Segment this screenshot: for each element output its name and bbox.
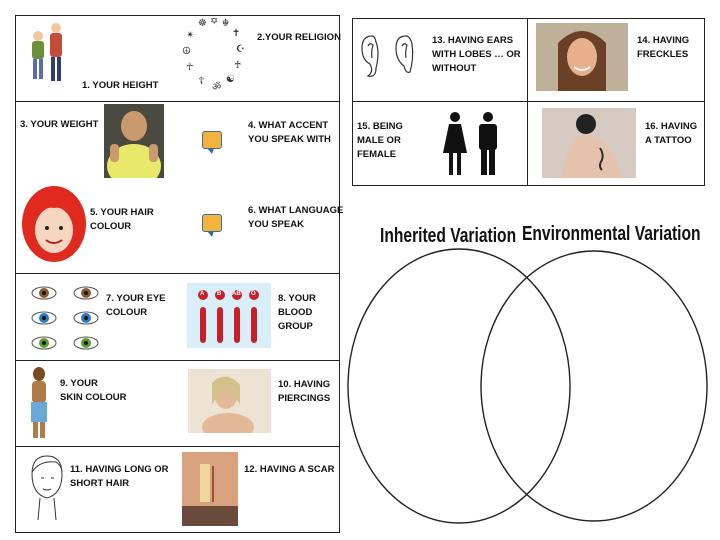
row-divider: [15, 273, 340, 274]
item-9-label: 9. YOUR SKIN COLOUR: [60, 378, 127, 403]
freckles-photo: [536, 23, 628, 91]
blood-type-letter: O: [251, 291, 256, 297]
item-3-label: 3. YOUR WEIGHT: [20, 119, 99, 130]
svg-text:☮: ☮: [182, 46, 191, 57]
item-5-label: 5. YOUR HAIR COLOUR: [90, 207, 154, 232]
row-divider: [15, 360, 340, 361]
item-6-label: 6. WHAT LANGUAGE YOU SPEAK: [248, 205, 344, 230]
row-divider: [352, 101, 705, 102]
item-15-label: 15. BEING MALE OR FEMALE: [357, 121, 403, 160]
item-13-label: 13. HAVING EARS WITH LOBES … OR WITHOUT: [432, 35, 521, 74]
skin-person-image: [24, 366, 54, 440]
scar-photo: [182, 452, 238, 526]
venn-circle-inherited: [347, 248, 571, 524]
svg-text:ॐ: ॐ: [212, 81, 221, 93]
blood-type-letter: AB: [232, 291, 241, 297]
item-2-label: 2.YOUR RELIGION: [257, 32, 341, 43]
svg-text:☪: ☪: [236, 44, 245, 55]
svg-text:✴: ✴: [186, 30, 194, 41]
row-divider: [15, 101, 340, 102]
item-10-label: 10. HAVING PIERCINGS: [278, 379, 331, 404]
svg-text:☸: ☸: [198, 18, 207, 29]
weight-person-image: [104, 104, 164, 178]
blood-tubes-image: A B AB O: [187, 283, 271, 348]
item-11-label: 11. HAVING LONG OR SHORT HAIR: [70, 464, 169, 489]
red-hair-face-image: [20, 186, 88, 266]
item-1-label: 1. YOUR HEIGHT: [82, 80, 159, 91]
item-16-label: 16. HAVING A TATTOO: [645, 121, 698, 146]
column-divider: [527, 18, 528, 186]
venn-title-environmental: Environmental Variation: [522, 223, 701, 245]
female-figure-icon: [442, 111, 468, 177]
left-worksheet: [15, 15, 340, 533]
speech-bubble-icon: [198, 214, 222, 237]
hair-outline-face-image: [26, 452, 68, 526]
svg-text:☥: ☥: [186, 62, 193, 73]
svg-text:✡: ✡: [210, 18, 218, 27]
speech-bubble-icon: [198, 131, 222, 154]
svg-text:☬: ☬: [222, 18, 229, 29]
item-14-label: 14. HAVING FRECKLES: [637, 35, 690, 60]
item-4-label: 4. WHAT ACCENT YOU SPEAK WITH: [248, 120, 331, 145]
svg-text:♰: ♰: [234, 60, 241, 71]
tattoo-photo: [542, 108, 636, 178]
item-8-label: 8. YOUR BLOOD GROUP: [278, 293, 316, 332]
piercings-photo: [188, 369, 271, 433]
blood-type-letter: B: [217, 291, 222, 297]
row-divider: [15, 446, 340, 447]
height-figures-image: [25, 20, 70, 85]
ears-outline-image: [358, 30, 420, 82]
venn-circle-environmental: [480, 250, 708, 522]
venn-diagram: [340, 245, 720, 535]
male-figure-icon: [476, 111, 500, 177]
item-7-label: 7. YOUR EYE COLOUR: [106, 293, 166, 318]
venn-title-inherited: Inherited Variation: [380, 225, 517, 247]
religion-symbols-image: ☸✡ ☬ ✝ ☪ ♰ ☯ ॐ ☦ ☥ ☮ ✴: [178, 16, 248, 96]
blood-type-letter: A: [200, 291, 205, 297]
svg-text:☦: ☦: [198, 76, 205, 87]
eyes-image: [30, 283, 102, 353]
svg-text:✝: ✝: [232, 28, 240, 39]
item-12-label: 12. HAVING A SCAR: [244, 464, 335, 475]
svg-text:☯: ☯: [226, 74, 235, 85]
right-worksheet: [352, 18, 705, 186]
